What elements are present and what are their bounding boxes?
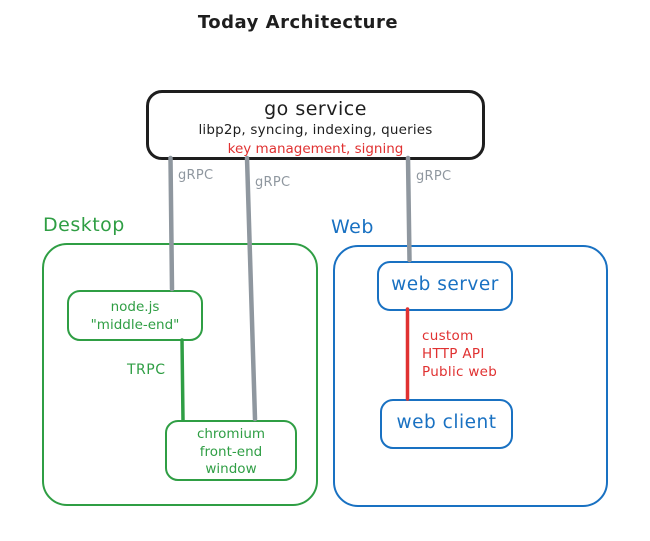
diagram-title: Today Architecture — [197, 12, 399, 33]
chromium-label-line3: window — [205, 461, 257, 477]
http-api-label-line2: HTTP API — [422, 346, 485, 362]
nodejs-label-line2: "middle-end" — [90, 317, 180, 333]
web-section-box — [333, 245, 608, 507]
nodejs-middle-end-box: node.js "middle-end" — [67, 290, 203, 341]
http-api-label: custom HTTP API Public web — [422, 327, 497, 381]
chromium-label-line2: front-end — [199, 443, 263, 460]
go-service-title: go service — [264, 98, 367, 120]
web-server-box: web server — [377, 261, 513, 311]
web-section-label: Web — [331, 216, 374, 238]
trpc-label: TRPC — [127, 362, 166, 378]
chromium-label-line1: chromium — [196, 426, 266, 442]
web-client-box: web client — [380, 399, 513, 449]
nodejs-label-line1: node.js — [110, 299, 160, 315]
web-client-label: web client — [396, 412, 497, 433]
go-service-features: libp2p, syncing, indexing, queries — [198, 122, 433, 138]
web-server-label: web server — [391, 274, 499, 295]
http-api-label-line1: custom — [422, 328, 474, 344]
chromium-front-end-box: chromium front-end window — [165, 420, 297, 481]
grpc-label-1: gRPC — [178, 168, 214, 183]
grpc-label-2: gRPC — [255, 175, 291, 190]
desktop-section-label: Desktop — [43, 214, 125, 236]
go-service-box: go service libp2p, syncing, indexing, qu… — [146, 90, 485, 160]
go-service-security: key management, signing — [227, 141, 404, 157]
http-api-label-line3: Public web — [422, 364, 498, 380]
grpc-label-3: gRPC — [416, 169, 452, 184]
desktop-section-box — [42, 243, 318, 506]
